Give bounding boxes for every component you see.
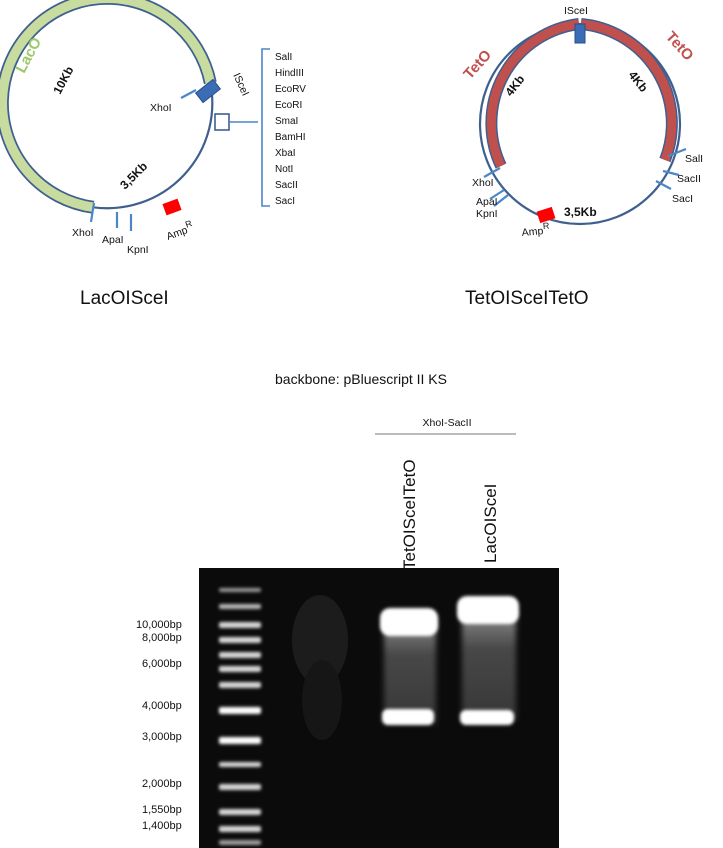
ladder-label: 10,000bp bbox=[136, 619, 182, 631]
isce-label: ISceI bbox=[564, 5, 588, 17]
ladder-lane bbox=[219, 588, 261, 845]
mcs-site: SacII bbox=[275, 180, 298, 191]
mcs-site: SalI bbox=[275, 52, 292, 63]
backbone-size-right: 3,5Kb bbox=[564, 205, 597, 219]
ladder-label: 8,000bp bbox=[142, 632, 182, 644]
teto-label-right: TetO bbox=[662, 28, 697, 64]
ladder-label: 6,000bp bbox=[142, 658, 182, 670]
ampr-label: AmpR bbox=[164, 218, 196, 243]
mcs-site: NotI bbox=[275, 164, 293, 175]
laco-size: 10Kb bbox=[50, 64, 76, 96]
sal-site: SalI bbox=[685, 153, 703, 165]
ladder-labels: 10,000bp 8,000bp 6,000bp 4,000bp 3,000bp… bbox=[136, 619, 182, 832]
plasmid-left-name: LacOISceI bbox=[80, 288, 169, 309]
xho-site: XhoI bbox=[472, 177, 494, 189]
lane-teto bbox=[380, 608, 438, 725]
ladder-label: 2,000bp bbox=[142, 778, 182, 790]
lane-label-laco: LacOISceI bbox=[481, 484, 500, 563]
mcs-bracket bbox=[261, 48, 270, 207]
ladder-label: 3,000bp bbox=[142, 731, 182, 743]
isce-site-box bbox=[574, 23, 586, 44]
mcs-site: EcoRI bbox=[275, 100, 302, 111]
mcs-site: SmaI bbox=[275, 116, 298, 127]
ampr-label: AmpR bbox=[521, 221, 551, 239]
isce-site-box bbox=[194, 78, 222, 104]
ladder-label: 1,400bp bbox=[142, 820, 182, 832]
kpn-site: KpnI bbox=[127, 244, 149, 256]
teto-label-left: TetO bbox=[460, 46, 495, 82]
mcs-site-list: SalI HindIII EcoRV EcoRI SmaI BamHI XbaI… bbox=[275, 52, 306, 207]
ladder-label: 4,000bp bbox=[142, 700, 182, 712]
xho-site-lower: XhoI bbox=[72, 227, 94, 239]
saci-site: SacI bbox=[672, 193, 693, 205]
mcs-site: EcoRV bbox=[275, 84, 306, 95]
mcs-site: BamHI bbox=[275, 132, 306, 143]
plasmid-right-name: TetOISceITetO bbox=[465, 288, 589, 309]
mcs-box bbox=[214, 113, 230, 131]
ampr-box bbox=[536, 206, 556, 224]
ampr-box bbox=[162, 198, 182, 216]
gel-image bbox=[199, 568, 559, 848]
apa-site: ApaI bbox=[476, 196, 498, 208]
plasmid-left: ISceI XhoI SalI HindIII EcoRV EcoRI SmaI… bbox=[0, 0, 306, 256]
xho-site-upper: XhoI bbox=[150, 102, 172, 114]
mcs-site: SacI bbox=[275, 196, 295, 207]
sacii-site: SacII bbox=[677, 173, 701, 185]
backbone-size-left: 3,5Kb bbox=[117, 159, 150, 192]
isce-label: ISceI bbox=[230, 71, 251, 98]
lane-laco bbox=[457, 596, 519, 725]
plasmid-left-backbone bbox=[93, 82, 214, 210]
lane-label-teto: TetOISceITetO bbox=[400, 459, 419, 570]
teto-size-right: 4Kb bbox=[626, 68, 651, 94]
digest-label: XhoI-SacII bbox=[422, 417, 471, 429]
mcs-site: HindIII bbox=[275, 68, 304, 79]
ladder-label: 1,550bp bbox=[142, 804, 182, 816]
apa-site: ApaI bbox=[102, 234, 124, 246]
plasmid-right: ISceI TetO TetO 4Kb 4Kb 3,5Kb XhoI ApaI … bbox=[460, 5, 703, 239]
kpn-site: KpnI bbox=[476, 208, 498, 220]
mcs-site: XbaI bbox=[275, 148, 296, 159]
gel-title: backbone: pBluescript II KS bbox=[275, 371, 447, 387]
